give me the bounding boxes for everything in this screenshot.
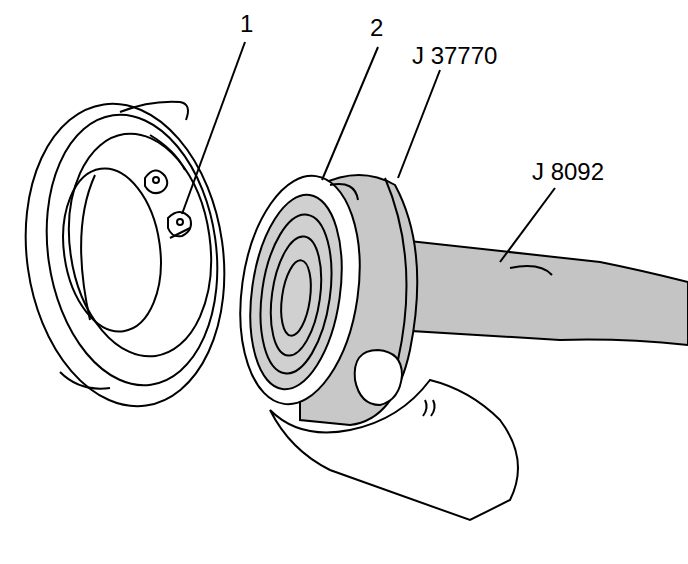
- tool-number: J 8092: [532, 160, 604, 184]
- callout-number: 1: [240, 12, 253, 36]
- tool-number: J 37770: [412, 44, 497, 68]
- callout-number: 2: [370, 16, 383, 40]
